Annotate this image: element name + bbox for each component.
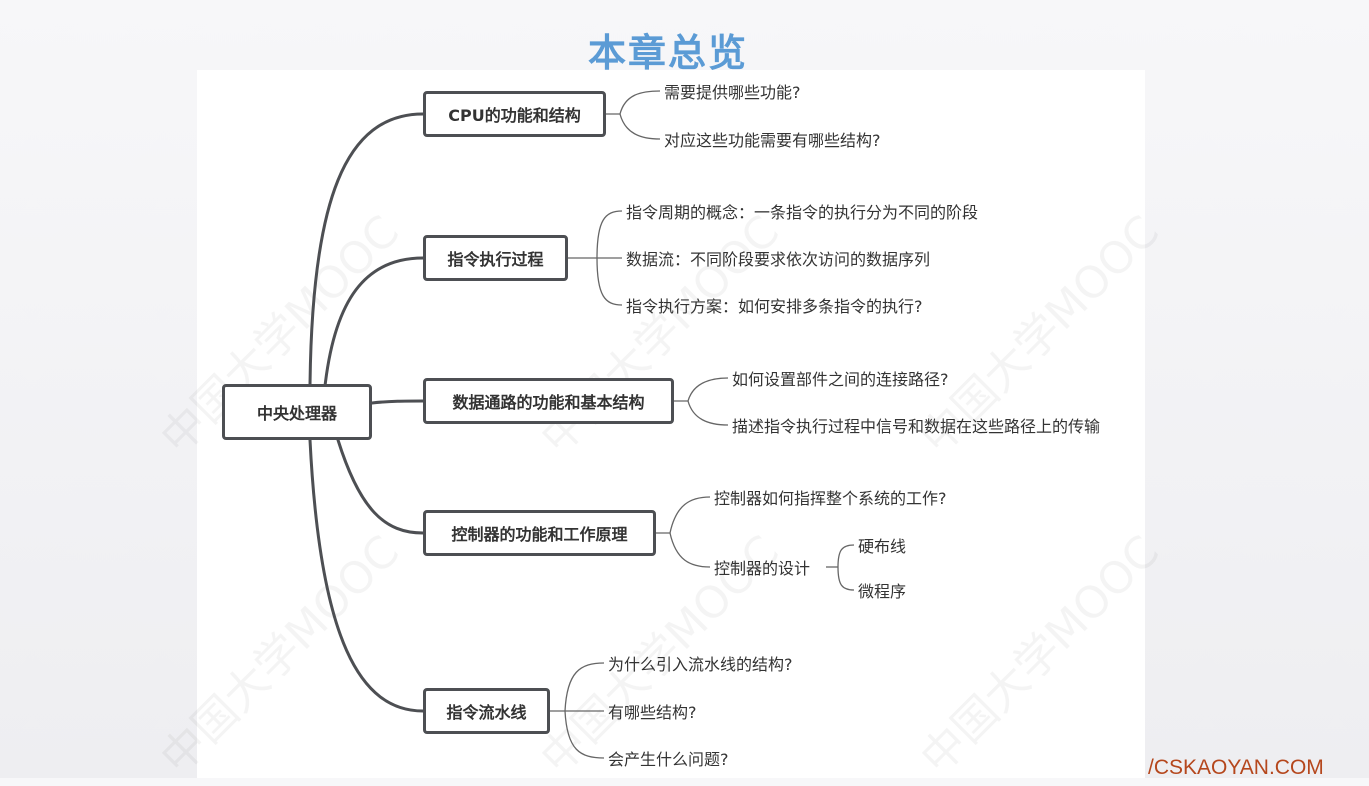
footer-url: /CSKAOYAN.COM bbox=[1148, 756, 1324, 779]
slide-title: 本章总览 bbox=[587, 31, 748, 75]
leaf-node: 会产生什么问题? bbox=[608, 750, 729, 769]
leaf-node: 描述指令执行过程中信号和数据在这些路径上的传输 bbox=[732, 417, 1101, 436]
branch-instruction-execution[interactable]: 指令执行过程 bbox=[423, 235, 568, 281]
leaf-node: 控制器如何指挥整个系统的工作? bbox=[714, 489, 947, 508]
root-node[interactable]: 中央处理器 bbox=[222, 384, 372, 440]
branch-controller[interactable]: 控制器的功能和工作原理 bbox=[423, 510, 656, 556]
leaf-node: 数据流：不同阶段要求依次访问的数据序列 bbox=[626, 250, 931, 269]
leaf-node: 指令周期的概念：一条指令的执行分为不同的阶段 bbox=[626, 203, 979, 222]
branch-cpu-function-structure[interactable]: CPU的功能和结构 bbox=[423, 91, 606, 137]
sub-leaf-node: 硬布线 bbox=[858, 537, 907, 556]
sub-leaf-node: 微程序 bbox=[858, 582, 907, 601]
branch-datapath[interactable]: 数据通路的功能和基本结构 bbox=[423, 378, 674, 424]
leaf-node: 控制器的设计 bbox=[714, 559, 811, 578]
branch-pipeline[interactable]: 指令流水线 bbox=[423, 688, 550, 734]
leaf-node: 为什么引入流水线的结构? bbox=[608, 655, 793, 674]
leaf-node: 指令执行方案：如何安排多条指令的执行? bbox=[626, 297, 923, 316]
leaf-node: 需要提供哪些功能? bbox=[664, 83, 801, 102]
leaf-node: 如何设置部件之间的连接路径? bbox=[732, 370, 949, 389]
leaf-node: 有哪些结构? bbox=[608, 703, 697, 722]
leaf-node: 对应这些功能需要有哪些结构? bbox=[664, 131, 881, 150]
